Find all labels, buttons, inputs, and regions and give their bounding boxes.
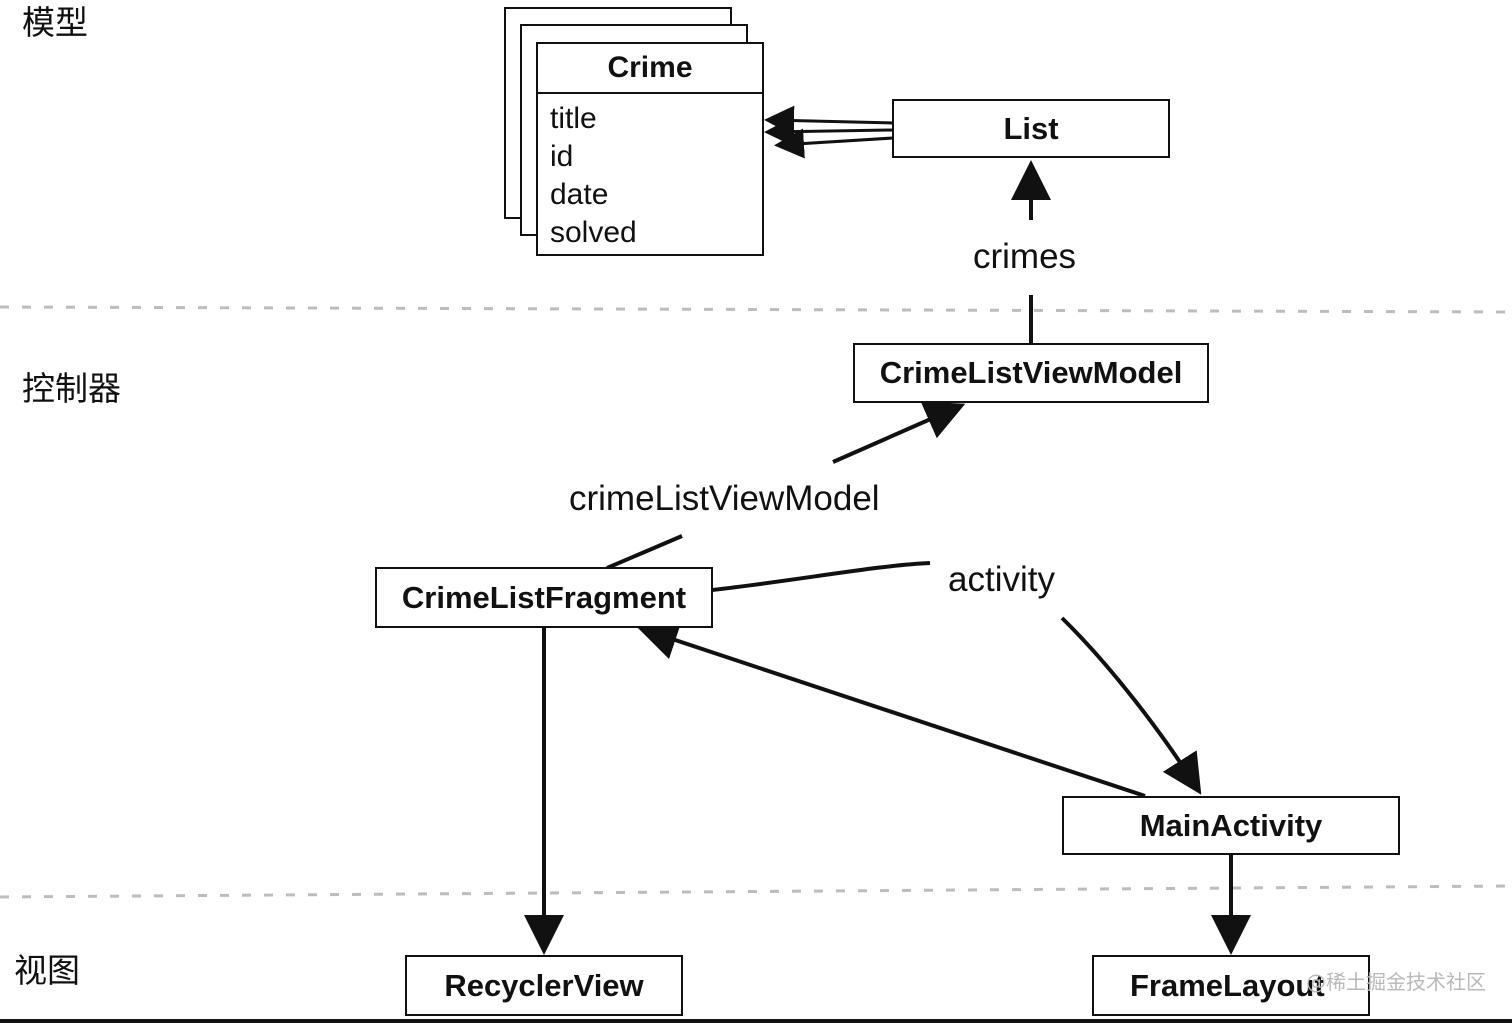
activity-arrow [1060,616,1202,795]
layer-label-view: 视图 [14,951,80,990]
mainactivity-box: MainActivity [1062,796,1400,855]
edge-label-crimes: crimes [967,237,1083,277]
edge-label-crimelistviewmodel: crimeListViewModel [563,479,886,519]
crime-field-list: title id date solved [538,94,762,258]
recyclerview-box: RecyclerView [405,955,683,1016]
watermark-text: @稀土掘金技术社区 [1306,970,1486,994]
activity-edge [711,561,931,592]
edge-label-activity: activity [942,560,1061,600]
layer-separator-model-controller [0,305,1512,314]
list-to-crime-arrow [774,128,894,159]
layer-separator-controller-view [0,884,1512,899]
mainactivity-to-fragment-arrow [637,621,1146,798]
list-to-crime-arrow [764,105,894,136]
list-to-crime-arrow [764,116,894,147]
crime-field-title: title [550,102,597,135]
crime-class-name: Crime [538,44,762,94]
framelayout-box: FrameLayout [1092,955,1370,1016]
crime-class-box: Crime title id date solved [536,42,764,256]
crimelistviewmodel-edge [606,534,683,570]
crimelistviewmodel-box: CrimeListViewModel [853,343,1209,403]
layer-label-controller: 控制器 [22,369,121,408]
crimelistviewmodel-arrow [832,401,966,464]
crime-field-solved: solved [550,216,637,249]
crime-field-id: id [550,140,574,173]
crime-field-date: date [550,178,609,211]
bottom-border [0,1019,1512,1023]
list-box: List [892,99,1170,158]
crimelistfragment-box: CrimeListFragment [375,567,713,628]
layer-label-model: 模型 [22,3,88,42]
